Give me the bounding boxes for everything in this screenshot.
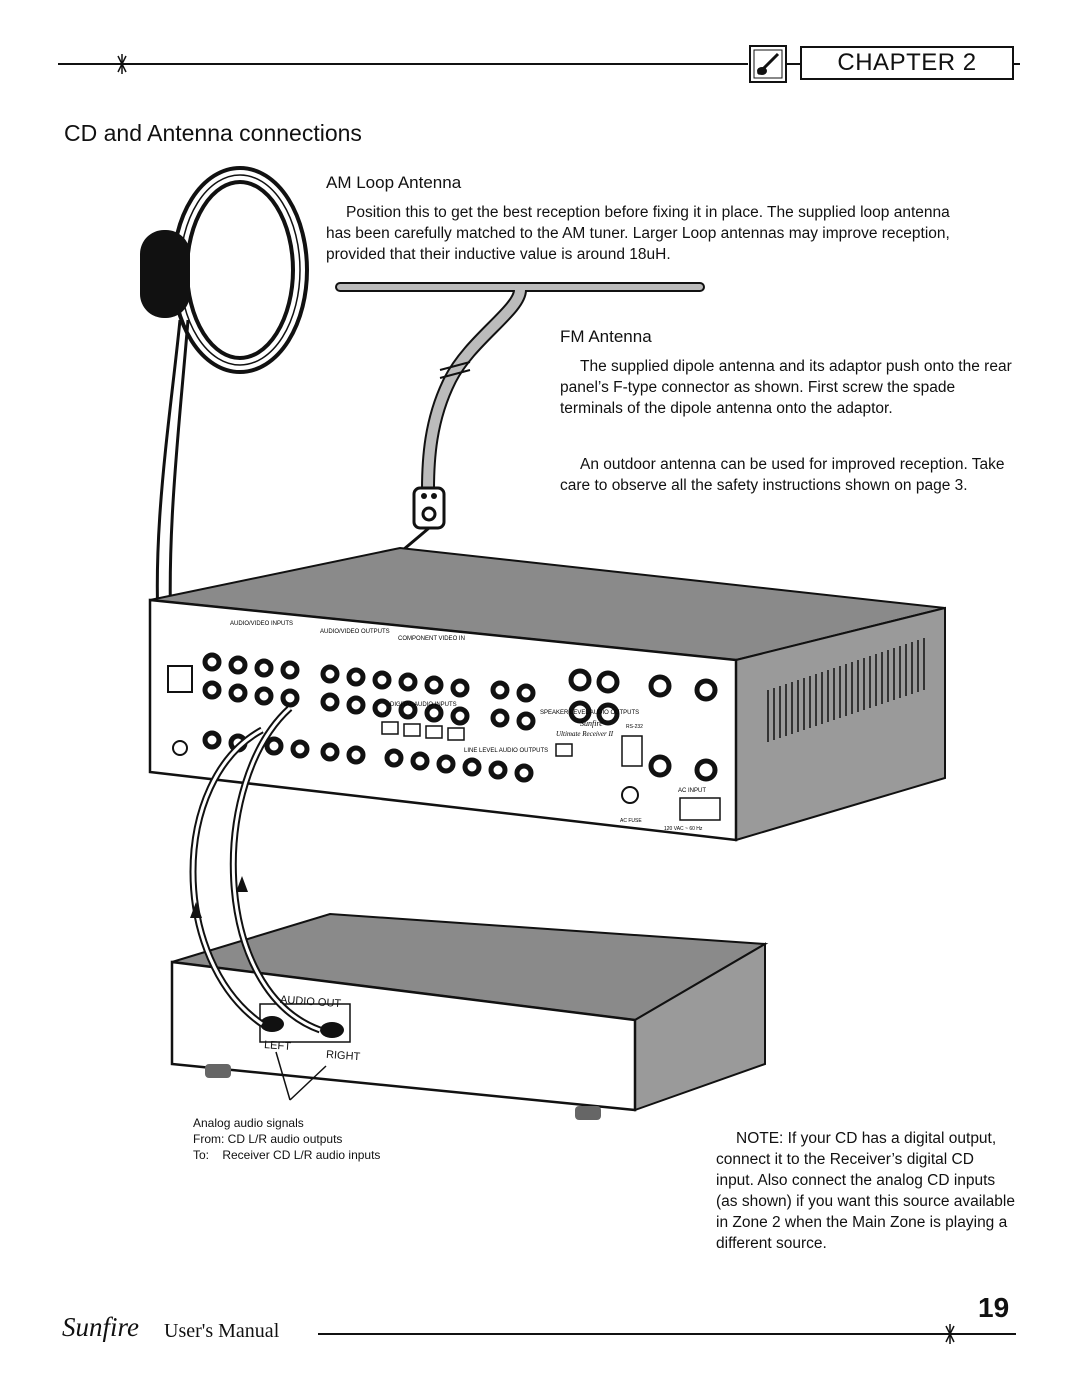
arrow-up-icon — [236, 876, 248, 892]
label-ac-fuse: AC FUSE — [620, 818, 642, 824]
footer-brand: Sunfire — [62, 1312, 139, 1342]
fm-text-1: The supplied dipole antenna and its adap… — [560, 358, 1012, 417]
guitar-icon — [749, 45, 787, 83]
receiver-brand: Sunfire — [580, 719, 603, 728]
label-line-outputs: LINE LEVEL AUDIO OUTPUTS — [464, 748, 548, 754]
section-title: CD and Antenna connections — [64, 120, 362, 146]
am-text: Position this to get the best reception … — [326, 204, 950, 263]
label-ac-input: AC INPUT — [678, 788, 706, 794]
am-loop-antenna — [140, 166, 309, 651]
audio-cables — [189, 705, 322, 1034]
label-speaker-outputs: SPEAKER LEVEL AUDIO OUTPUTS — [540, 710, 639, 716]
page-number: 19 — [978, 1292, 1010, 1323]
label-av-outputs: AUDIO/VIDEO OUTPUTS — [320, 629, 390, 635]
label-digital-inputs: DIGITAL AUDIO INPUTS — [390, 702, 457, 708]
cd-player — [170, 912, 769, 1120]
am-heading: AM Loop Antenna — [326, 173, 462, 192]
chapter-heading: CHAPTER 2 — [800, 46, 1014, 80]
star-icon — [114, 54, 130, 74]
label-rs232: RS-232 — [626, 724, 643, 730]
right-label: RIGHT — [325, 1048, 361, 1064]
receiver-model: Ultimate Receiver II — [556, 730, 614, 738]
fm-heading: FM Antenna — [560, 327, 652, 346]
label-voltage: 120 VAC ~ 60 Hz — [664, 826, 703, 832]
caption-line-2: From: CD L/R audio outputs — [193, 1132, 343, 1146]
arrow-up-icon — [190, 902, 202, 918]
footer-manual: User's Manual — [164, 1320, 280, 1342]
header-rule-graphic — [58, 45, 1020, 83]
caption-line-1: Analog audio signals — [193, 1116, 304, 1130]
caption-line-3: To: Receiver CD L/R audio inputs — [193, 1148, 381, 1162]
label-component-video: COMPONENT VIDEO IN — [398, 636, 465, 642]
fm-text-2: An outdoor antenna can be used for impro… — [560, 456, 1005, 494]
cd-note: NOTE: If your CD has a digital output, c… — [716, 1130, 1015, 1252]
receiver: AUDIO/VIDEO INPUTS AUDIO/VIDEO OUTPUTS C… — [148, 546, 946, 842]
left-label: LEFT — [263, 1039, 292, 1053]
label-av-inputs: AUDIO/VIDEO INPUTS — [230, 621, 293, 627]
